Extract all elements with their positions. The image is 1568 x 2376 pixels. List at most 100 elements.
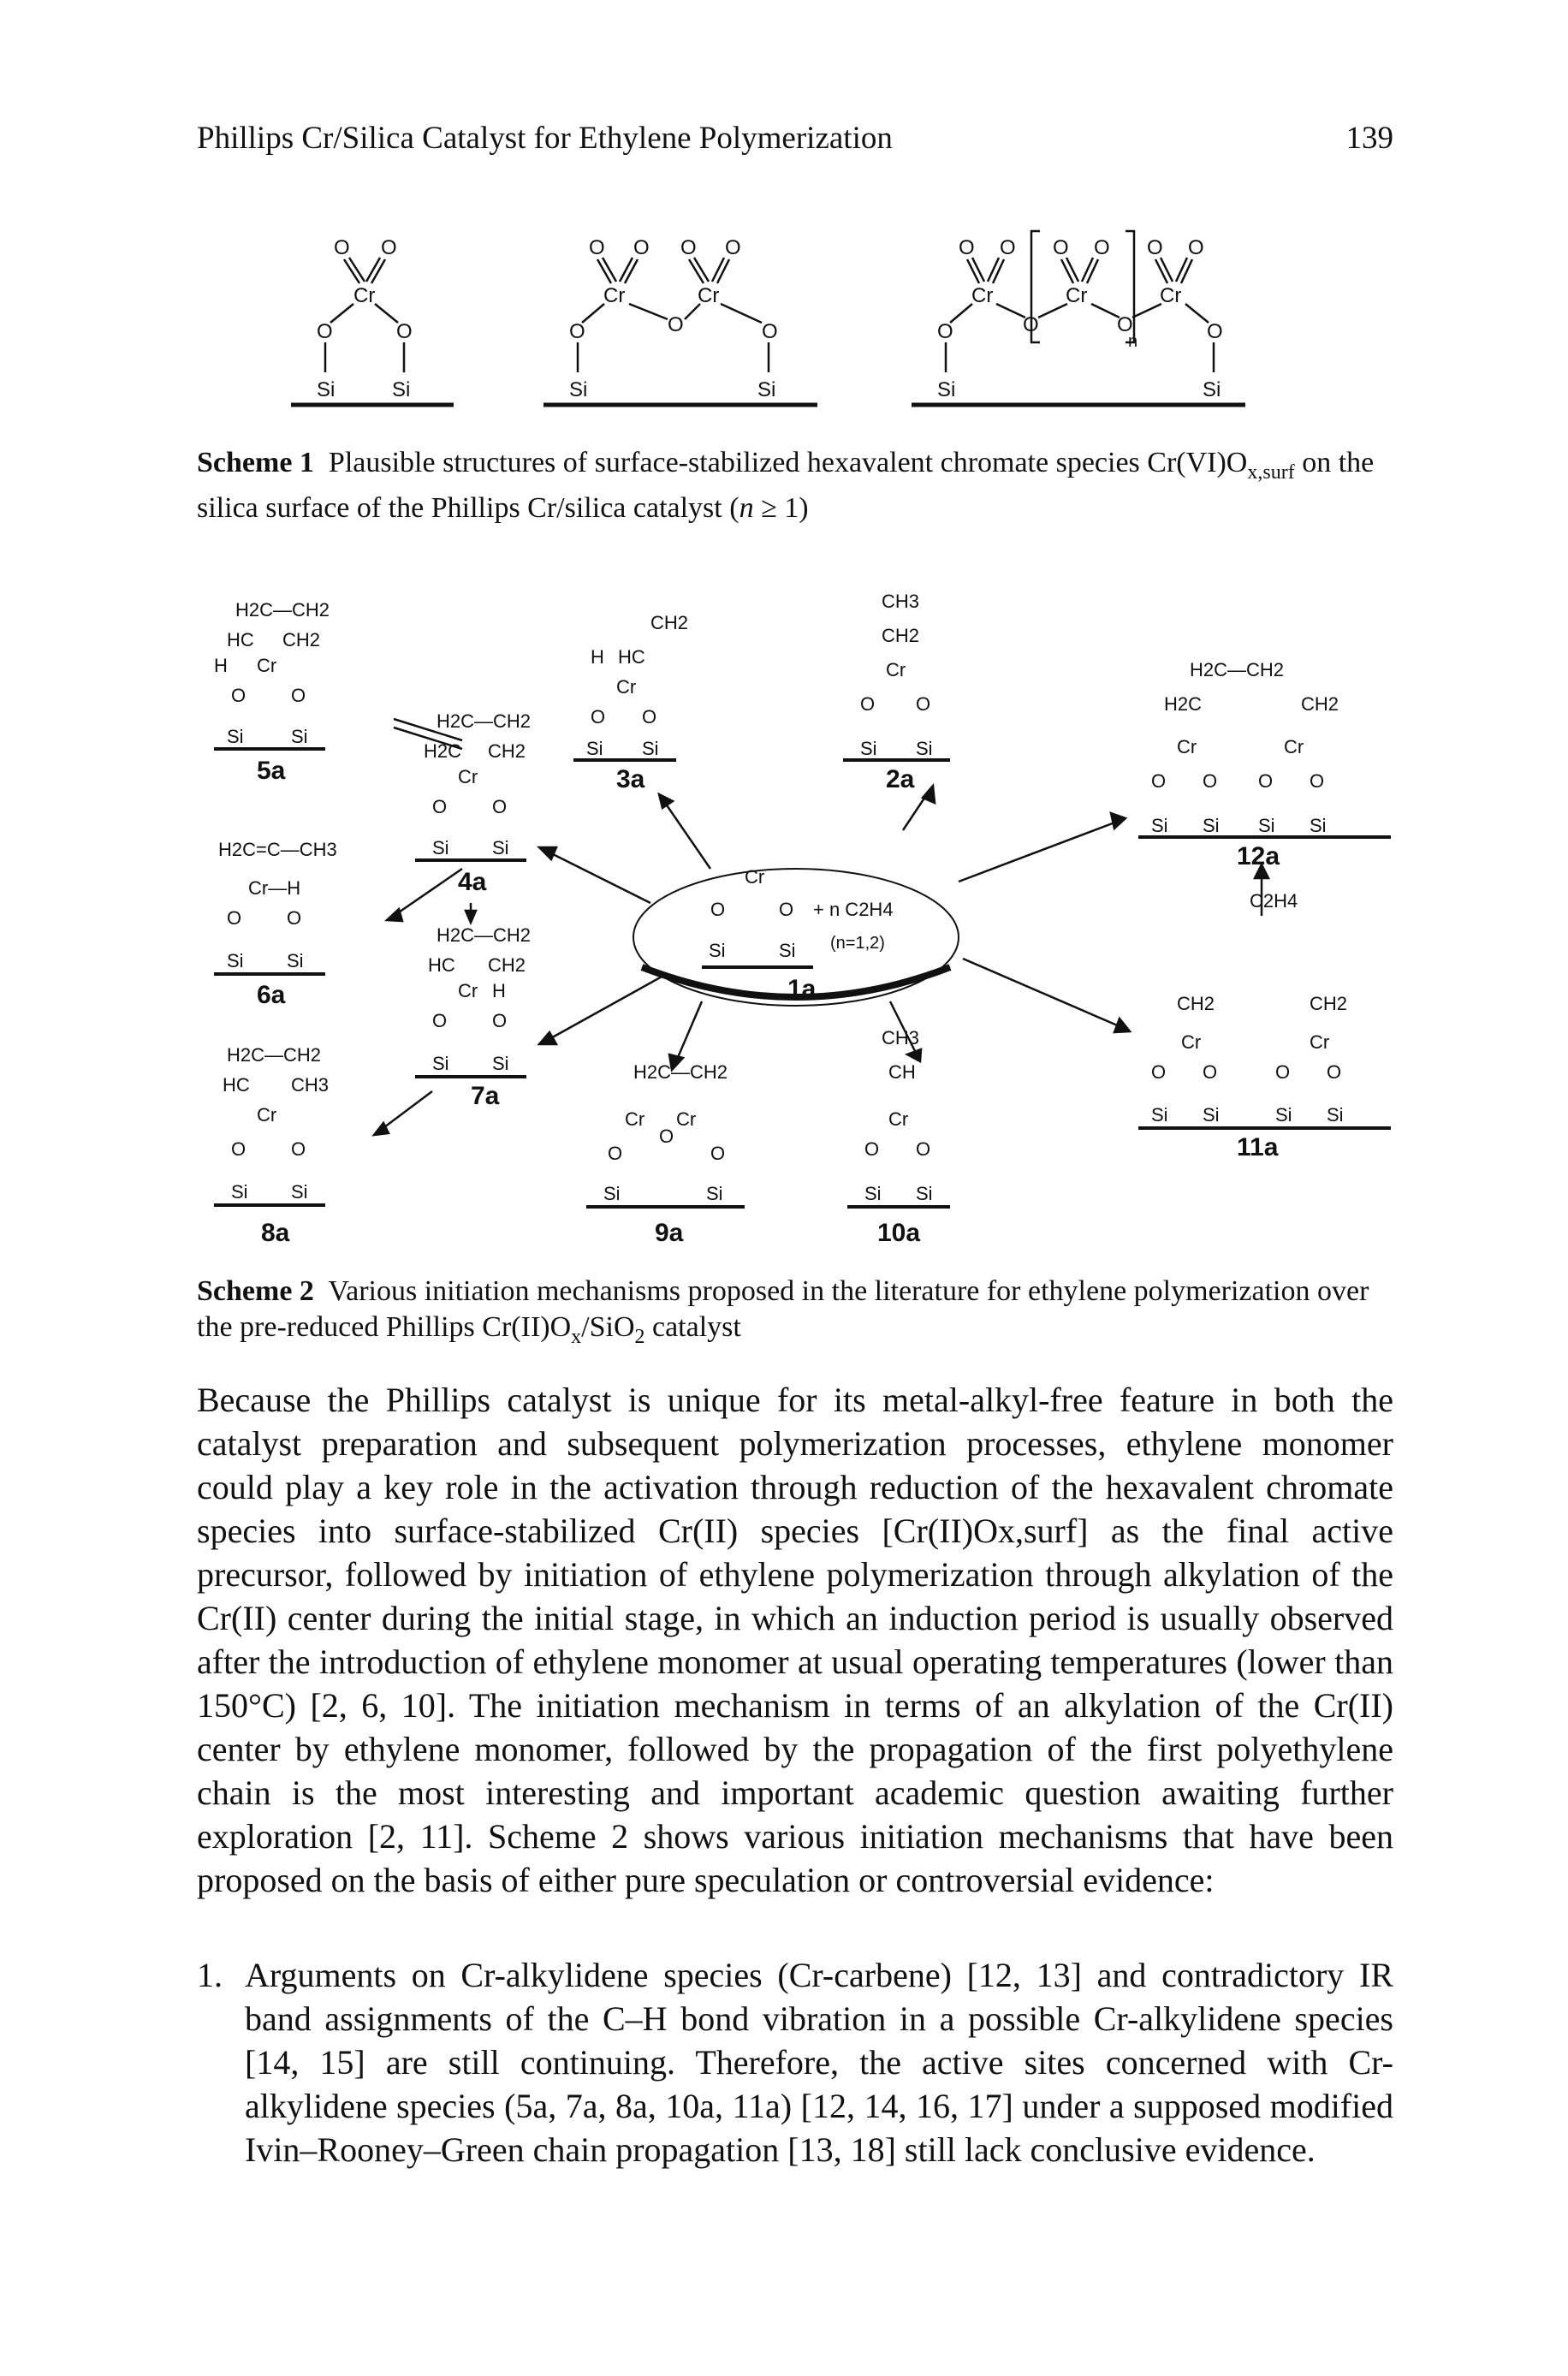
svg-text:O: O	[710, 1143, 725, 1164]
svg-text:O: O	[864, 1138, 879, 1160]
svg-text:Si: Si	[432, 1053, 449, 1074]
svg-text:O: O	[668, 313, 684, 336]
svg-text:Si: Si	[1151, 1104, 1168, 1126]
svg-text:O: O	[762, 320, 778, 343]
svg-text:Cr: Cr	[257, 1104, 276, 1126]
svg-text:CH2: CH2	[488, 740, 526, 762]
svg-text:O: O	[1000, 236, 1016, 259]
svg-text:O: O	[231, 685, 246, 706]
svg-text:Cr: Cr	[257, 655, 276, 676]
svg-text:O: O	[1117, 313, 1133, 336]
scheme1-caption: Scheme 1 Plausible structures of surface…	[197, 447, 1375, 524]
list-item: 1. Arguments on Cr-alkylidene species (C…	[197, 1953, 1393, 2171]
svg-text:O: O	[680, 236, 697, 259]
svg-text:Si: Si	[291, 1181, 308, 1203]
svg-text:Cr: Cr	[1066, 284, 1087, 307]
svg-text:Cr: Cr	[458, 980, 478, 1001]
svg-text:H2C—CH2: H2C—CH2	[633, 1061, 728, 1083]
svg-text:10a: 10a	[877, 1219, 920, 1247]
svg-text:Si: Si	[227, 950, 244, 971]
svg-text:H2C=C—CH3: H2C=C—CH3	[218, 839, 337, 860]
svg-text:Si: Si	[916, 738, 933, 759]
page-number: 139	[1345, 121, 1394, 156]
svg-text:O: O	[937, 320, 953, 343]
svg-text:O: O	[591, 706, 605, 728]
svg-text:H2C—CH2: H2C—CH2	[1190, 659, 1284, 680]
svg-text:Si: Si	[1327, 1104, 1344, 1126]
svg-text:Cr: Cr	[616, 676, 636, 698]
svg-text:H: H	[214, 655, 228, 676]
scheme2-arrows	[371, 717, 1271, 1137]
svg-text:Si: Si	[569, 378, 587, 401]
svg-text:Cr: Cr	[1284, 736, 1304, 757]
svg-text:Cr: Cr	[458, 766, 478, 787]
svg-text:O: O	[1151, 770, 1166, 792]
svg-text:7a: 7a	[471, 1082, 500, 1110]
svg-text:O: O	[1327, 1061, 1341, 1083]
svg-text:6a: 6a	[257, 981, 286, 1009]
svg-text:5a: 5a	[257, 757, 286, 785]
svg-text:HC: HC	[618, 646, 645, 668]
svg-text:Cr: Cr	[1181, 1031, 1201, 1053]
svg-text:Cr: Cr	[971, 284, 993, 307]
svg-text:O: O	[1094, 236, 1110, 259]
list-item-text: Arguments on Cr-alkylidene species (Cr-c…	[245, 1956, 1393, 2169]
svg-text:O: O	[633, 236, 650, 259]
svg-text:O: O	[1207, 320, 1223, 343]
svg-text:CH3: CH3	[882, 591, 919, 612]
svg-text:CH2: CH2	[488, 954, 526, 976]
svg-text:O: O	[227, 907, 241, 929]
svg-text:O: O	[492, 1010, 507, 1031]
svg-text:O: O	[725, 236, 741, 259]
svg-text:1a: 1a	[787, 975, 817, 1003]
svg-text:HC: HC	[227, 629, 254, 650]
svg-text:O: O	[642, 706, 656, 728]
svg-text:Si: Si	[757, 378, 775, 401]
scheme2-caption: Scheme 2 Various initiation mechanisms p…	[197, 1275, 1369, 1348]
svg-text:O: O	[1203, 770, 1217, 792]
svg-text:H2C: H2C	[1164, 693, 1202, 715]
svg-text:11a: 11a	[1237, 1133, 1279, 1161]
svg-text:O: O	[1258, 770, 1273, 792]
svg-text:Cr: Cr	[886, 659, 906, 680]
svg-text:O: O	[291, 685, 306, 706]
svg-text:H2C—CH2: H2C—CH2	[437, 710, 531, 732]
svg-text:HC: HC	[428, 954, 455, 976]
svg-text:CH2: CH2	[650, 612, 688, 633]
svg-text:Si: Si	[1203, 1104, 1220, 1126]
svg-text:Si: Si	[432, 837, 449, 858]
svg-text:Si: Si	[916, 1183, 933, 1204]
scheme1-structure-monomer: O O Cr O O Si Si	[317, 236, 413, 401]
svg-text:O: O	[779, 899, 793, 920]
svg-text:+ n C2H4: + n C2H4	[813, 899, 894, 920]
svg-text:H2C—CH2: H2C—CH2	[437, 924, 531, 946]
svg-text:Si: Si	[709, 940, 726, 961]
numbered-list: 1. Arguments on Cr-alkylidene species (C…	[197, 1953, 1393, 2171]
running-header: Phillips Cr/Silica Catalyst for Ethylene…	[197, 120, 1393, 171]
svg-text:O: O	[291, 1138, 306, 1160]
svg-text:3a: 3a	[616, 765, 645, 793]
svg-text:Si: Si	[1151, 815, 1168, 836]
svg-text:Si: Si	[1258, 815, 1275, 836]
svg-text:Si: Si	[1203, 815, 1220, 836]
running-title: Phillips Cr/Silica Catalyst for Ethylene…	[197, 121, 893, 156]
svg-text:Cr: Cr	[603, 284, 625, 307]
scheme1-figure: O O Cr O O Si Si O O O O Cr Cr O O O Si Si	[291, 229, 1245, 407]
svg-text:Si: Si	[1275, 1104, 1292, 1126]
svg-text:O: O	[1147, 236, 1163, 259]
svg-text:Si: Si	[492, 1053, 509, 1074]
svg-text:O: O	[432, 796, 447, 817]
svg-text:H2C—CH2: H2C—CH2	[235, 599, 330, 621]
svg-text:Si: Si	[864, 1183, 882, 1204]
